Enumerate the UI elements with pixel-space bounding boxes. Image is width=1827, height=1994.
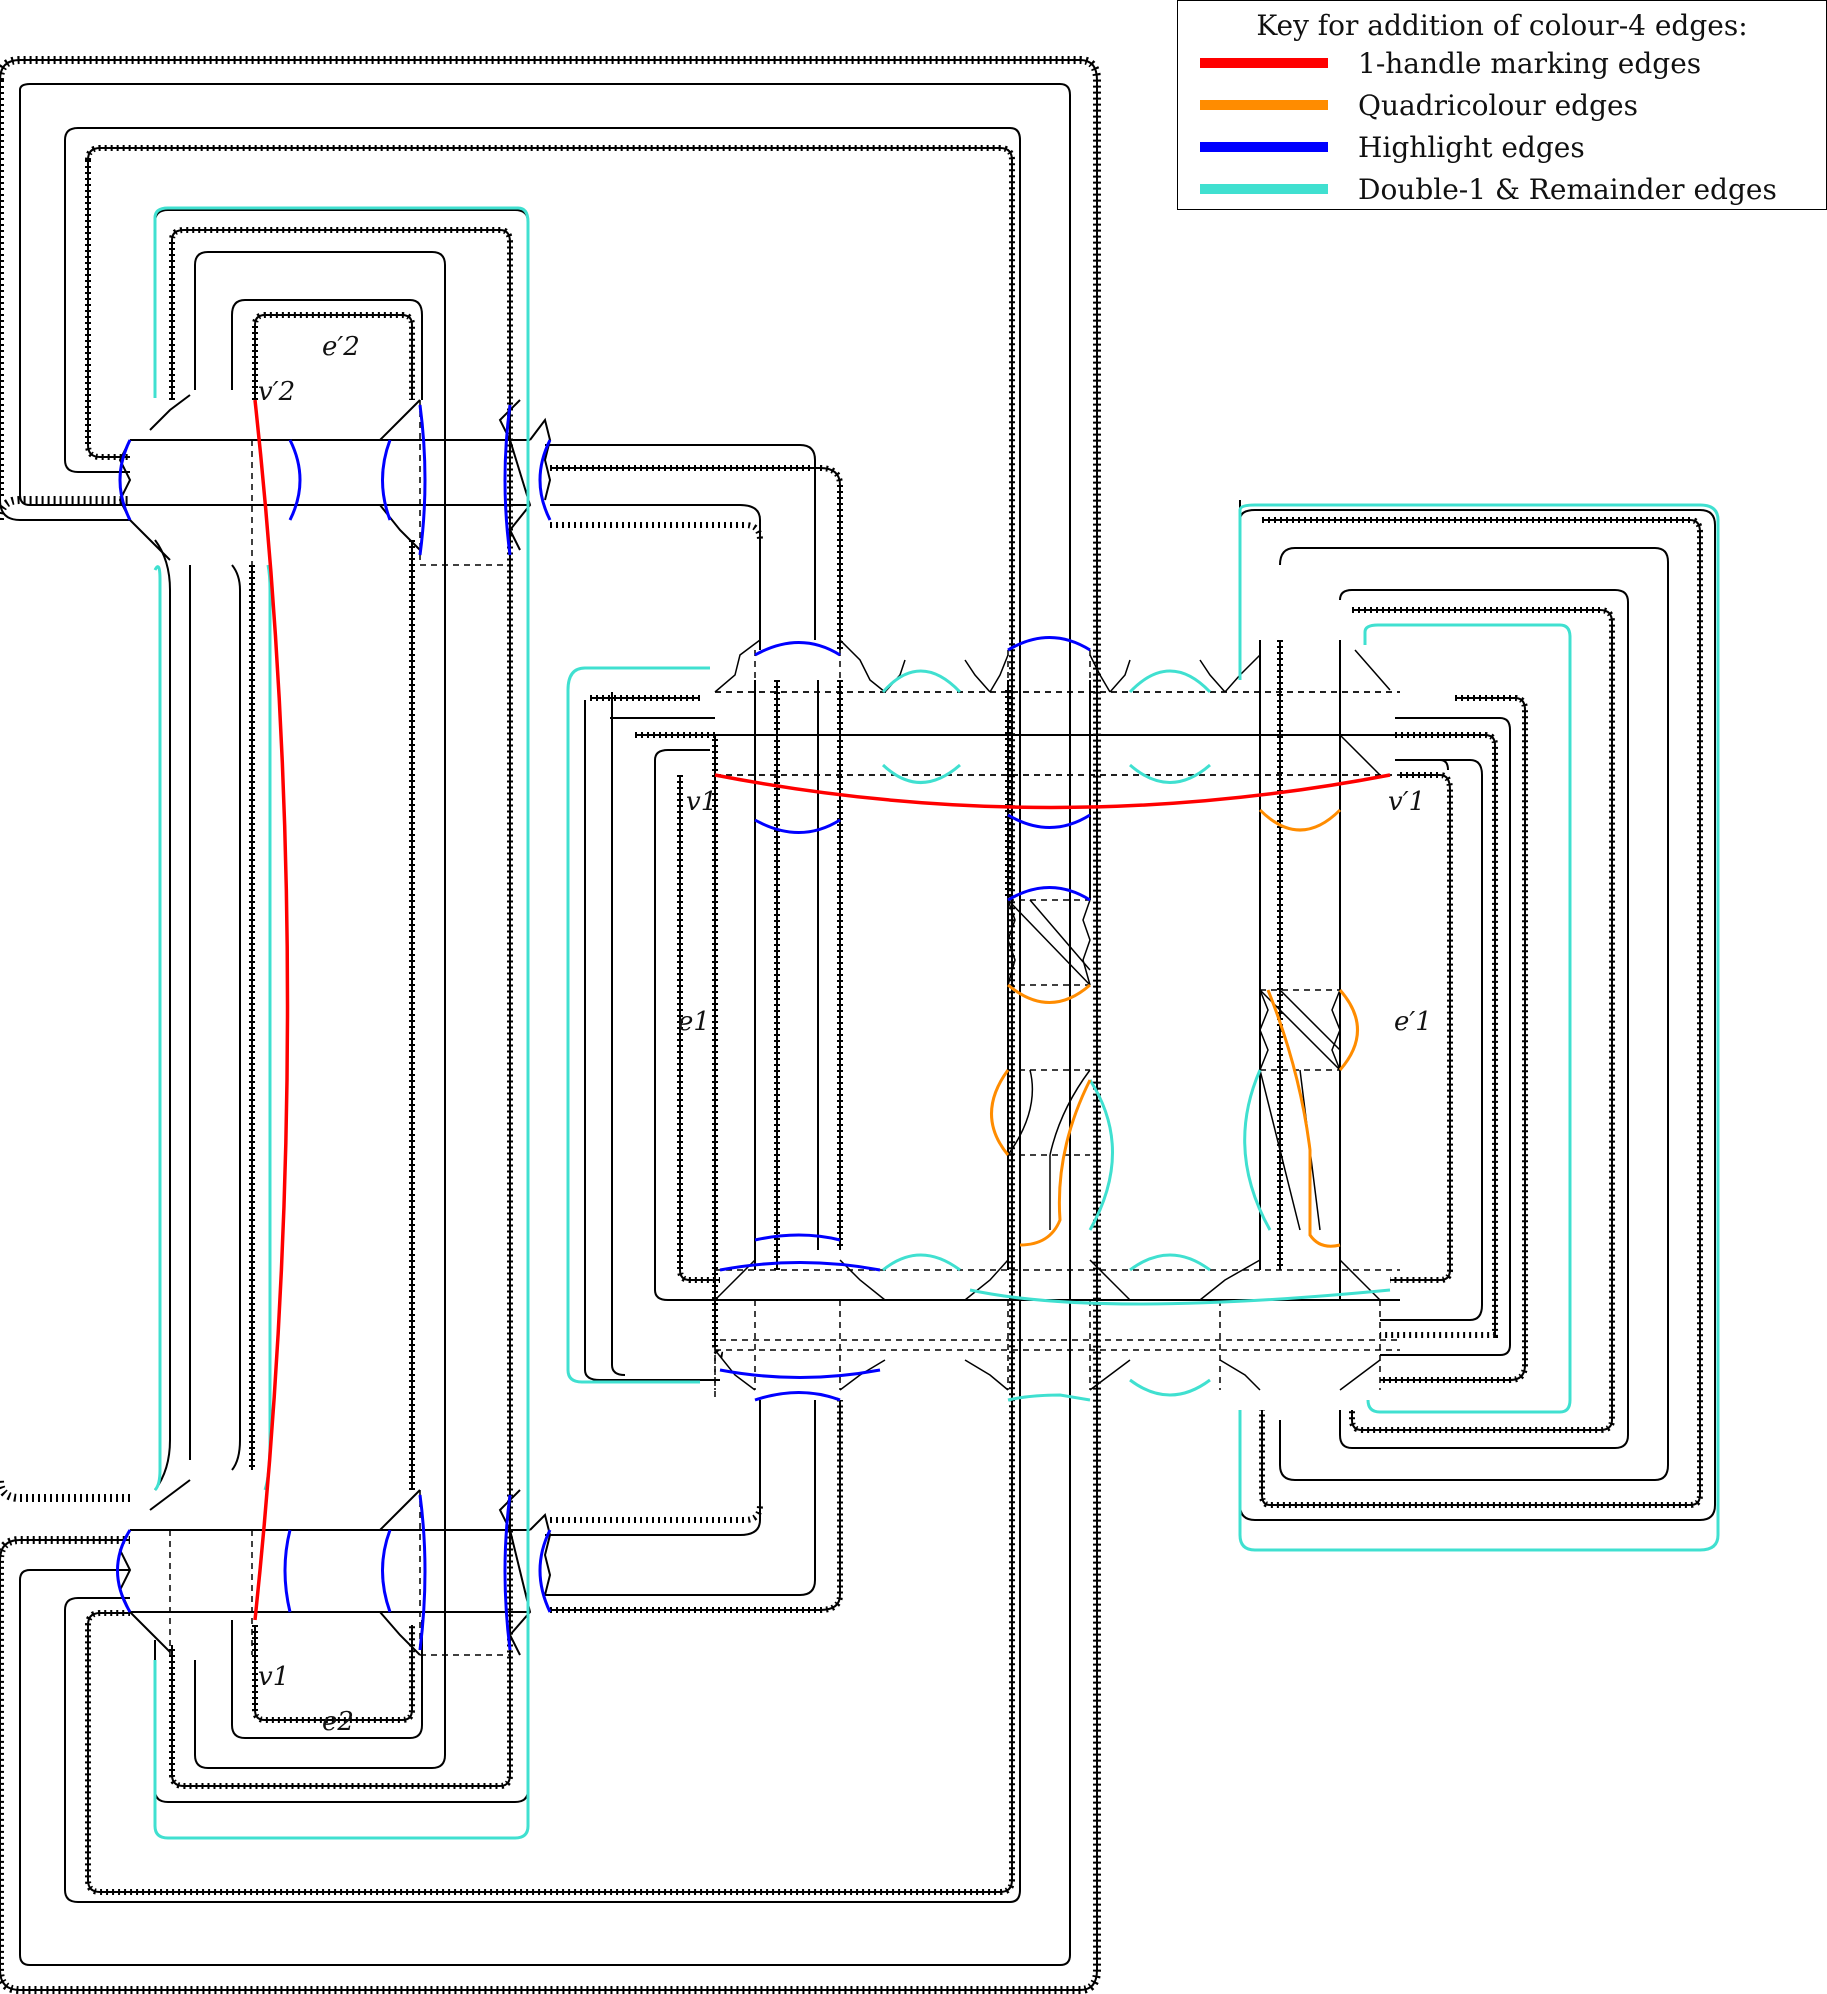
legend-swatch-turquoise bbox=[1200, 184, 1328, 194]
label-e1: e1 bbox=[678, 1007, 710, 1037]
left-dashed-lines bbox=[130, 400, 530, 1656]
vertex-labels: v′2 e′2 v1 v′1 e1 e′1 v1 e2 bbox=[258, 332, 1432, 1737]
legend-item-blue: Highlight edges bbox=[1200, 127, 1585, 167]
left-vertex-discs bbox=[118, 394, 552, 1656]
turquoise-edges bbox=[153, 206, 1720, 1840]
left-outer-ribbons bbox=[0, 56, 1101, 1994]
label-v1-bottom: v1 bbox=[258, 1662, 289, 1692]
legend-label: Highlight edges bbox=[1358, 130, 1585, 164]
red-handle-edges bbox=[253, 399, 1391, 1621]
left-inner-ribbons bbox=[154, 209, 529, 1803]
outer-hatched-frame bbox=[0, 56, 1101, 1994]
legend-item-red: 1-handle marking edges bbox=[1200, 43, 1701, 83]
legend-item-orange: Quadricolour edges bbox=[1200, 85, 1638, 125]
legend-label: Double-1 & Remainder edges bbox=[1358, 172, 1777, 206]
label-v1-left: v1 bbox=[686, 787, 717, 817]
label-e2-prime: e′2 bbox=[322, 332, 360, 362]
legend-swatch-orange bbox=[1200, 100, 1328, 110]
legend-label: 1-handle marking edges bbox=[1358, 46, 1702, 80]
label-e1-prime: e′1 bbox=[1394, 1007, 1432, 1037]
legend-label: Quadricolour edges bbox=[1358, 88, 1638, 122]
blue-highlight-edges bbox=[116, 404, 1091, 1651]
label-e2: e2 bbox=[322, 1707, 354, 1737]
legend-item-turquoise: Double-1 & Remainder edges bbox=[1200, 169, 1777, 209]
legend-box: Key for addition of colour-4 edges: 1-ha… bbox=[1177, 0, 1827, 210]
legend-swatch-blue bbox=[1200, 142, 1328, 152]
label-v2-prime: v′2 bbox=[258, 377, 295, 407]
legend-swatch-red bbox=[1200, 58, 1328, 68]
central-dashed-grid bbox=[714, 650, 1400, 1400]
central-zigzags bbox=[714, 639, 1391, 1391]
legend-title: Key for addition of colour-4 edges: bbox=[1256, 9, 1748, 42]
connector-ribbons bbox=[545, 444, 843, 1613]
orange-quadricolour-edges bbox=[990, 808, 1359, 1248]
label-v1-prime: v′1 bbox=[1388, 787, 1425, 817]
